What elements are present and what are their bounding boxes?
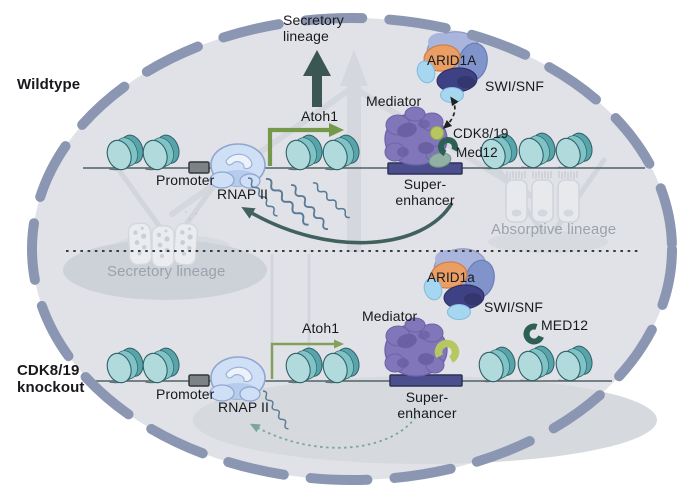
rnapii-label-knockout: RNAP II — [218, 399, 270, 415]
cdk8-19-subunit-icon — [430, 126, 444, 140]
panel-wildtype-label: Wildtype — [17, 76, 81, 93]
gene-atoh1-label-wildtype: Atoh1 — [301, 108, 339, 124]
enhancer-promoter-loop-arrow-knockout — [249, 411, 420, 449]
promoter-box-knockout — [188, 374, 210, 387]
secretory-cells-watermark — [127, 211, 199, 268]
promoter-box-wildtype — [188, 161, 210, 174]
arid1a-label-wildtype: ARID1A — [427, 53, 477, 68]
promoter-label-wildtype: Promoter — [156, 172, 215, 188]
super-enhancer-bar-knockout — [389, 374, 463, 387]
cdk8-19-label-wildtype: CDK8/19 — [453, 126, 509, 141]
super-enhancer-label-wildtype: Super- enhancer — [395, 176, 455, 209]
atoh1-transcription-arrow-wildtype — [267, 123, 344, 166]
absorptive-lineage-watermark-label: Absorptive lineage — [491, 221, 617, 238]
rnapii-label-wildtype: RNAP II — [217, 186, 269, 202]
secretory-lineage-watermark-label: Secretory lineage — [107, 263, 226, 280]
med12-label-wildtype: Med12 — [456, 145, 498, 160]
panel-knockout-label: CDK8/19 knockout — [17, 362, 85, 397]
med12-subunit-icon-knockout — [523, 323, 545, 345]
med12-label-knockout: MED12 — [541, 317, 589, 333]
swisnf-label-knockout: SWI/SNF — [484, 299, 544, 315]
swisnf-label-wildtype: SWI/SNF — [485, 78, 545, 94]
swisnf-cdk-exchange-arrow — [442, 96, 459, 129]
secretory-lineage-arrow-label: Secretory lineage — [283, 12, 344, 45]
cell-membrane — [27, 13, 677, 485]
gene-atoh1-label-knockout: Atoh1 — [302, 320, 340, 336]
promoter-label-knockout: Promoter — [156, 386, 215, 402]
mediator-label-wildtype: Mediator — [366, 93, 422, 109]
enhancer-promoter-loop-arrow-wildtype — [241, 202, 454, 245]
rnapii-icon-wildtype — [209, 143, 266, 189]
mediator-label-knockout: Mediator — [362, 308, 418, 324]
cdk-module-wildtype — [428, 126, 458, 168]
cdk-kinase-crescent-knockout — [434, 339, 460, 365]
rnapii-icon-knockout — [209, 356, 266, 402]
secretory-lineage-arrow — [303, 50, 331, 107]
atoh1-transcription-arrow-knockout — [270, 339, 344, 379]
arid1a-label-knockout: ARID1a — [427, 270, 475, 285]
mediator-tail-subunit-icon — [428, 152, 452, 168]
super-enhancer-label-knockout: Super- enhancer — [397, 389, 457, 422]
super-enhancer-bar-wildtype — [387, 162, 463, 175]
